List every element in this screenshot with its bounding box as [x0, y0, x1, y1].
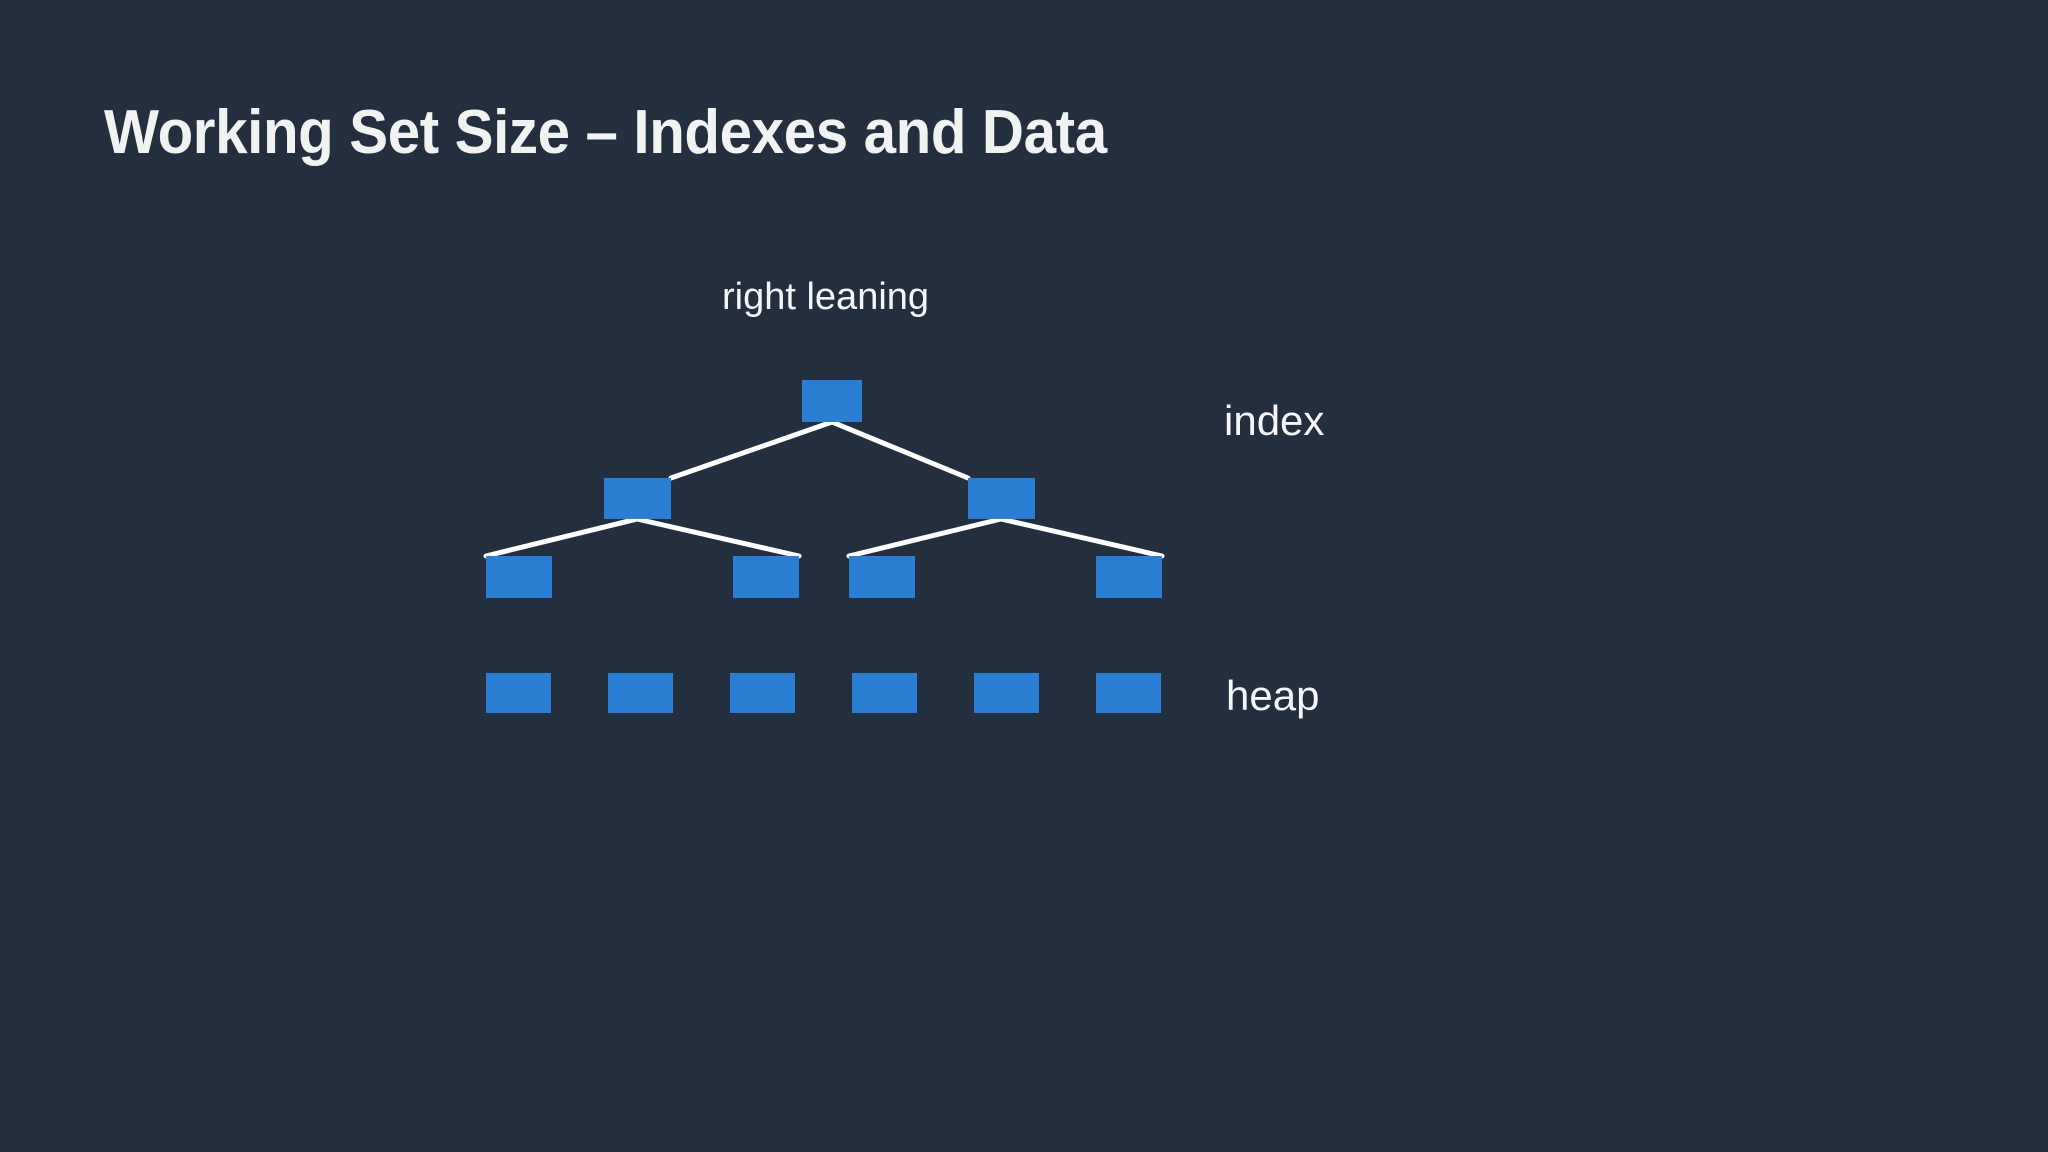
heap-block	[730, 673, 795, 713]
heap-block	[486, 673, 551, 713]
index-node	[802, 380, 862, 422]
tree-edges	[483, 419, 1165, 559]
tree-nodes	[486, 380, 1162, 713]
tree-edge	[829, 419, 971, 481]
index-node	[968, 478, 1035, 519]
right-leaning-caption: right leaning	[722, 276, 930, 318]
page-title: Working Set Size – Indexes and Data	[104, 98, 1107, 167]
tree-edge	[668, 419, 835, 481]
tree-edge	[483, 516, 640, 559]
index-node	[1096, 556, 1162, 598]
tree-edge	[998, 516, 1165, 559]
tree-edge	[846, 516, 1004, 559]
index-node	[733, 556, 799, 598]
index-node	[604, 478, 671, 519]
index-node	[849, 556, 915, 598]
heap-label: heap	[1226, 672, 1320, 719]
tree-edge	[634, 516, 802, 559]
heap-block	[852, 673, 917, 713]
slide-footer: © 2023, Amazon Web Services, Inc. or its…	[0, 1022, 2048, 1152]
heap-block	[1096, 673, 1161, 713]
index-label: index	[1224, 397, 1325, 444]
heap-block	[974, 673, 1039, 713]
index-node	[486, 556, 552, 598]
heap-block	[608, 673, 673, 713]
